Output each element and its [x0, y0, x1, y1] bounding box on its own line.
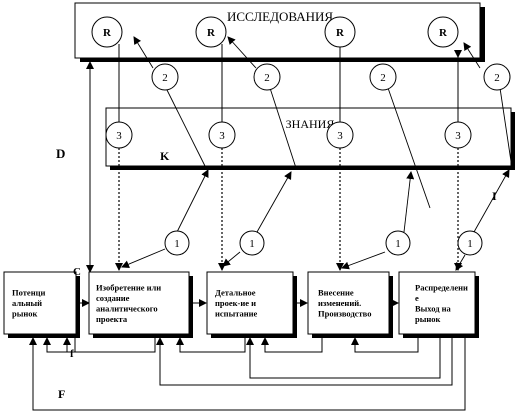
stage-box	[398, 271, 476, 335]
link-stage-node-label: 1	[467, 238, 473, 250]
link-up-node-label: 2	[494, 72, 500, 84]
research-node	[427, 16, 459, 48]
stage-label-line: Производство	[318, 309, 371, 319]
short-feedback-loops	[43, 334, 419, 353]
link-stage-node-label: 1	[395, 238, 401, 250]
link-up-edges	[133, 36, 513, 209]
label-f-large: F	[58, 387, 65, 401]
stage-label-line: проек-ие и	[215, 298, 256, 308]
stage-label-line: Внесение	[318, 288, 354, 298]
stage-label-line: испытание	[215, 309, 258, 319]
stage-box	[88, 271, 190, 335]
research-node	[195, 16, 227, 48]
knowledge-node-label: 3	[219, 130, 225, 142]
knowledge-node	[105, 121, 133, 149]
stage-label-line: Распределени	[415, 282, 468, 292]
link-up-node-label: 2	[264, 72, 270, 84]
research-knowledge-links	[118, 44, 462, 122]
research-node-label: R	[439, 27, 448, 39]
stage-label-line: Изобретение или	[96, 282, 161, 292]
stage-label-line: изменений.	[318, 298, 361, 308]
stage-label-line: создание	[96, 293, 130, 303]
label-d: D	[56, 146, 65, 161]
stage-label-line: Выход на	[415, 303, 452, 313]
research-node	[324, 16, 356, 48]
research-node-label: R	[103, 27, 112, 39]
link-stage-node	[164, 230, 190, 256]
stage-label-line: рынок	[415, 314, 441, 324]
stage-label-line: рынок	[12, 309, 38, 319]
link-up-node-label: 2	[162, 72, 168, 84]
link-up-node-label: 2	[380, 72, 386, 84]
stage-box	[307, 271, 390, 335]
link-up-node	[253, 63, 281, 91]
research-node-label: R	[207, 27, 216, 39]
stage-label-line: Детальное	[215, 288, 256, 298]
research-node	[91, 16, 123, 48]
link-up-node	[151, 63, 179, 91]
stage-label-line: аналитического	[96, 303, 158, 313]
research-band-title: ИССЛЕДОВАНИЯ	[227, 9, 333, 24]
knowledge-node	[444, 121, 472, 149]
knowledge-node-label: 3	[455, 130, 461, 142]
long-feedback-loops	[29, 336, 466, 411]
label-f-small: f	[70, 348, 74, 360]
knowledge-node	[208, 121, 236, 149]
link-up-node	[483, 63, 511, 91]
knowledge-band-title: ЗНАНИЯ	[286, 117, 335, 131]
label-k: K	[160, 149, 170, 163]
link-stage-node	[385, 230, 411, 256]
label-c: C	[73, 266, 81, 278]
link-stage-node-label: 1	[174, 238, 180, 250]
knowledge-node-label: 3	[337, 130, 343, 142]
knowledge-stage-links	[115, 148, 462, 271]
knowledge-node	[326, 121, 354, 149]
link-stage-node-label: 1	[249, 238, 255, 250]
link-up-node	[369, 63, 397, 91]
stage-label-line: е	[415, 293, 419, 303]
research-band	[74, 2, 481, 59]
link-stage-edges	[121, 169, 510, 271]
stage-box	[3, 271, 77, 335]
stage-label-line: альный	[12, 298, 42, 308]
stage-label-line: проекта	[96, 314, 128, 324]
research-node-label: R	[336, 27, 345, 39]
link-stage-node	[457, 230, 483, 256]
knowledge-node-label: 3	[116, 130, 122, 142]
stage-label-line: Потенци	[12, 288, 45, 298]
label-i: I	[492, 189, 497, 203]
link-stage-node	[239, 230, 265, 256]
stage-box	[206, 271, 294, 335]
